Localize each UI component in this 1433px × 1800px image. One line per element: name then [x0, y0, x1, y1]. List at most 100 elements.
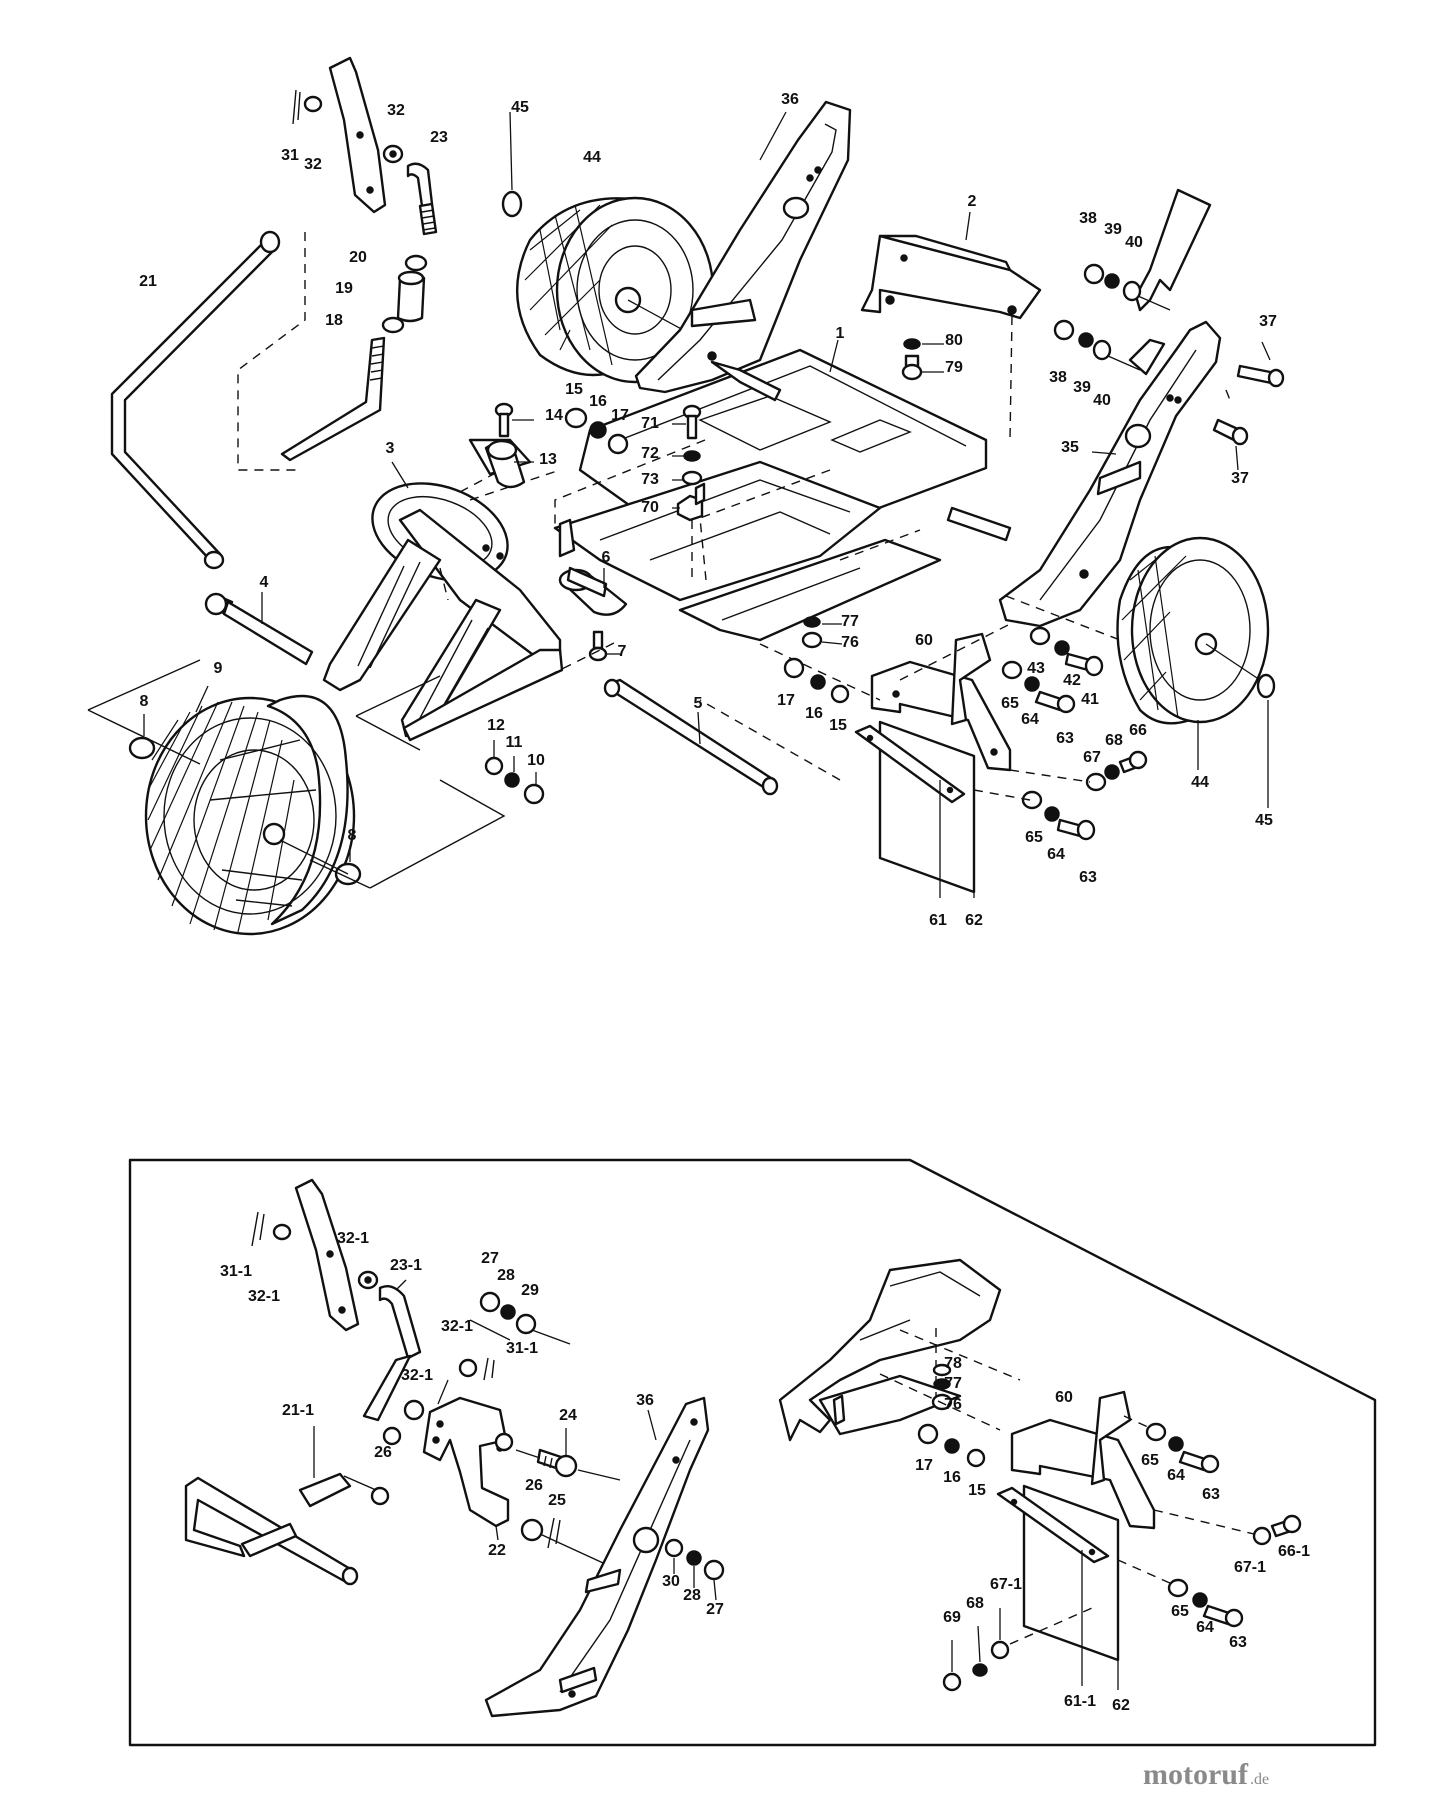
washer-68 [1104, 764, 1120, 780]
washer-42 [1054, 640, 1070, 656]
washer-17-mid [783, 657, 805, 679]
bolt-14 [494, 402, 514, 438]
side-plate-35 [998, 320, 1222, 628]
part-number-label: 68 [966, 1595, 984, 1612]
part-number-label: 23-1 [390, 1257, 422, 1274]
part-number-label: 11 [506, 734, 523, 751]
part-number-label: 28 [683, 1587, 701, 1604]
inset-bar-61-1 [996, 1486, 1110, 1564]
part-number-label: 76 [841, 634, 859, 651]
inset-nut-27a [479, 1291, 501, 1313]
nut-12 [484, 756, 504, 776]
part-number-label: 5 [694, 695, 703, 712]
nut-67 [1085, 772, 1107, 792]
variant-inset [128, 1158, 1377, 1747]
handle-rod-21 [110, 230, 386, 570]
washer-77-top [803, 616, 821, 628]
watermark-suffix: .de [1250, 1771, 1269, 1788]
part-number-label: 28 [497, 1267, 515, 1284]
main-frame-1 [553, 348, 988, 642]
washer-72 [683, 450, 701, 462]
part-number-label: 65 [1025, 829, 1043, 846]
axle-bolt-4 [204, 592, 314, 666]
part-number-label: 22 [488, 1542, 506, 1559]
part-number-label: 80 [945, 332, 963, 349]
inset-nut-69 [942, 1672, 962, 1692]
part-number-label: 8 [348, 827, 357, 844]
inset-frame-section [778, 1258, 1002, 1442]
part-number-label: 27 [706, 1601, 724, 1618]
part-number-label: 2 [968, 193, 977, 210]
inset-washer-29 [515, 1313, 537, 1335]
part-number-label: 42 [1063, 672, 1081, 689]
part-number-label: 19 [335, 280, 353, 297]
part-number-label: 36 [781, 91, 799, 108]
part-number-label: 27 [481, 1250, 499, 1267]
inset-nut-67-1a [1252, 1526, 1272, 1546]
lever-bracket [328, 56, 387, 214]
part-number-label: 32-1 [441, 1318, 473, 1335]
washer-43 [1029, 626, 1051, 646]
inset-nut-67-1b [990, 1640, 1010, 1660]
part-number-label: 43 [1027, 660, 1045, 677]
part-number-label: 66 [1129, 722, 1147, 739]
washer-11 [504, 772, 520, 788]
part-number-label: 16 [805, 705, 823, 722]
part-number-label: 41 [1081, 691, 1099, 708]
washer-64a [1024, 676, 1040, 692]
part-number-label: 30 [662, 1573, 680, 1590]
part-number-label: 17 [915, 1457, 933, 1474]
part-number-label: 79 [945, 359, 963, 376]
part-number-label: 15 [565, 381, 583, 398]
washer-64b [1044, 806, 1060, 822]
part-number-label: 65 [1141, 1452, 1159, 1469]
inset-bolt-63b [1202, 1604, 1244, 1628]
part-number-label: 70 [641, 499, 659, 516]
part-number-label: 32-1 [401, 1367, 433, 1384]
inset-end-26 [382, 1426, 402, 1446]
part-number-label: 44 [583, 149, 601, 166]
part-number-label: 78 [944, 1355, 962, 1372]
inset-rod-23-1 [362, 1285, 422, 1422]
axle-shaft [710, 360, 782, 402]
part-number-label: 29 [521, 1282, 539, 1299]
hairpin-clip-31 [292, 89, 301, 125]
inset-nut-76 [931, 1393, 953, 1411]
bushing-8a [128, 736, 156, 760]
main-assembly [87, 56, 1285, 936]
part-number-label: 63 [1079, 869, 1097, 886]
part-number-label: 37 [1259, 313, 1277, 330]
inset-end-26a [370, 1486, 390, 1506]
axle-shaft-5 [603, 678, 779, 796]
bolt-37a [1236, 364, 1285, 388]
part-number-label: 21 [139, 273, 157, 290]
watermark-logo: motoruf .de [1143, 1758, 1269, 1791]
inset-nut-15 [966, 1448, 986, 1468]
steering-bracket-3 [322, 482, 564, 742]
part-number-label: 72 [641, 445, 659, 462]
screw-79 [901, 354, 923, 381]
bolt-63a [1034, 690, 1076, 714]
ring-45-upper [501, 190, 523, 218]
inset-border [128, 1158, 1377, 1747]
handle-tube-right [1128, 188, 1212, 376]
washer-16-mid [810, 674, 826, 690]
inset-screw-66-1 [1270, 1514, 1302, 1538]
inset-washer-64b [1192, 1592, 1208, 1608]
bolt-41 [1064, 652, 1104, 677]
inset-clip-31-1b [483, 1357, 495, 1381]
washer-80 [903, 338, 921, 350]
part-number-label: 69 [943, 1609, 961, 1626]
part-number-label: 1 [836, 325, 845, 342]
nut-15 [564, 407, 588, 429]
part-number-label: 44 [1191, 774, 1209, 791]
part-number-label: 10 [527, 752, 545, 769]
part-number-label: 40 [1125, 234, 1143, 251]
part-number-label: 35 [1061, 439, 1079, 456]
part-number-label: 71 [641, 415, 659, 432]
part-number-label: 38 [1079, 210, 1097, 227]
washer-65a [1001, 660, 1023, 680]
nut-38a [1083, 263, 1105, 285]
nut-76-top [801, 631, 823, 649]
